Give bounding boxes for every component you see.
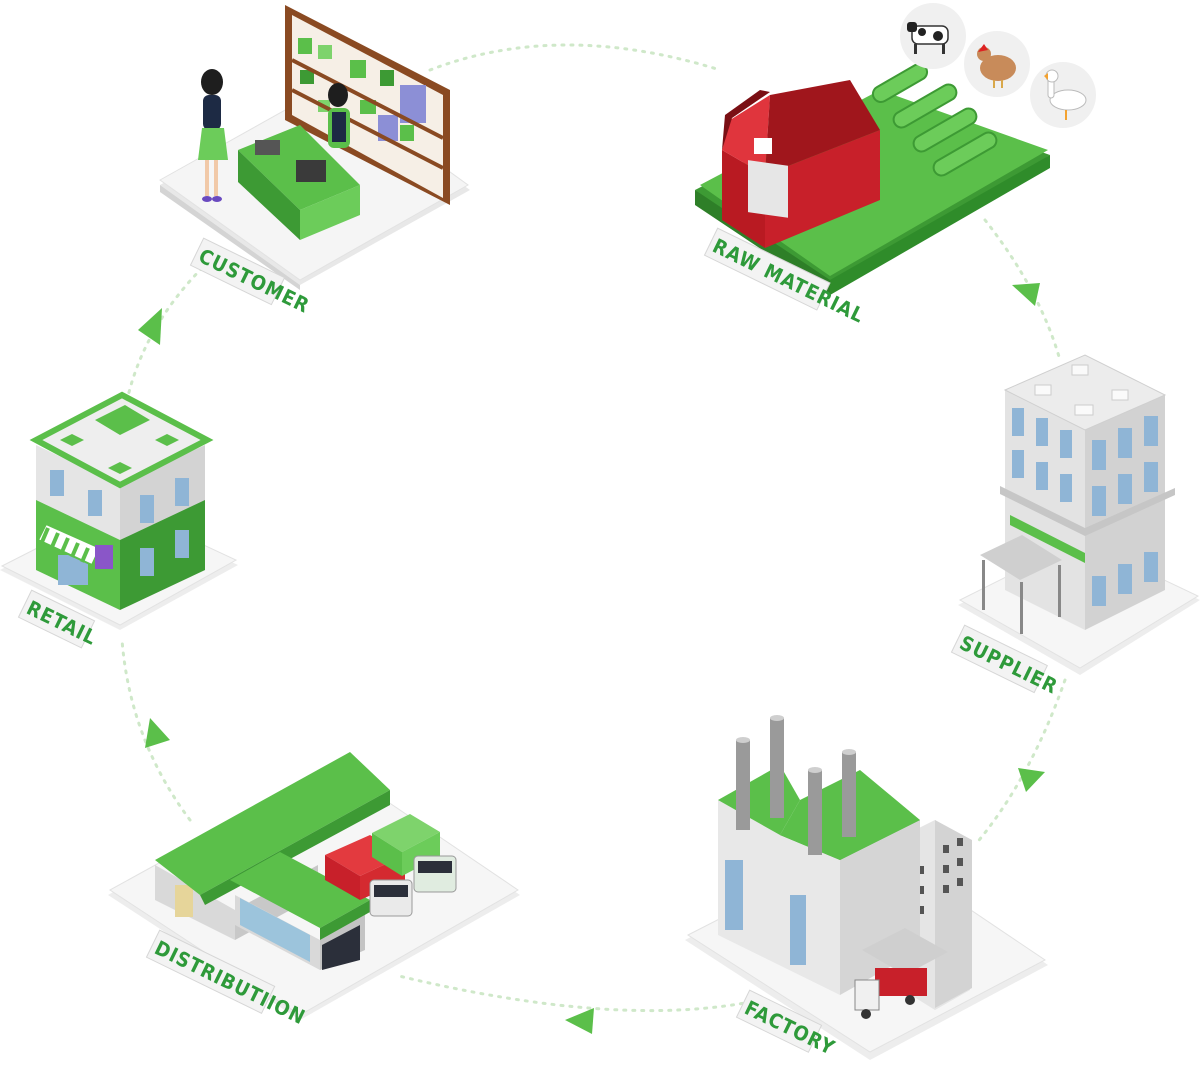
stage-supplier: SUPPLIER — [950, 354, 1200, 699]
arrow-down-icon — [1018, 768, 1045, 792]
stage-customer: CUSTOMER — [159, 5, 470, 318]
goose-icon — [1044, 69, 1087, 120]
stage-raw-material: RAW MATERIAL — [695, 3, 1096, 328]
office-building-icon — [958, 354, 1200, 675]
arrow-up-icon — [145, 718, 170, 748]
stage-factory: FACTORY — [685, 715, 1048, 1060]
animal-badges — [900, 3, 1096, 128]
warehouse-icon — [108, 752, 520, 1020]
stage-distribution: DISTRIBUTIION — [108, 752, 520, 1029]
retail-store-icon — [0, 391, 238, 630]
cow-icon — [907, 22, 949, 54]
arrow-down-right-icon — [1012, 283, 1040, 306]
stage-retail: RETAIL — [0, 391, 238, 650]
hen-icon — [977, 44, 1016, 88]
arrow-up-right-icon — [138, 308, 162, 345]
factory-icon — [685, 715, 1048, 1060]
arrow-left-icon — [565, 1008, 594, 1034]
flow-arrows — [138, 283, 1045, 1034]
shop-counter-icon — [159, 5, 470, 290]
